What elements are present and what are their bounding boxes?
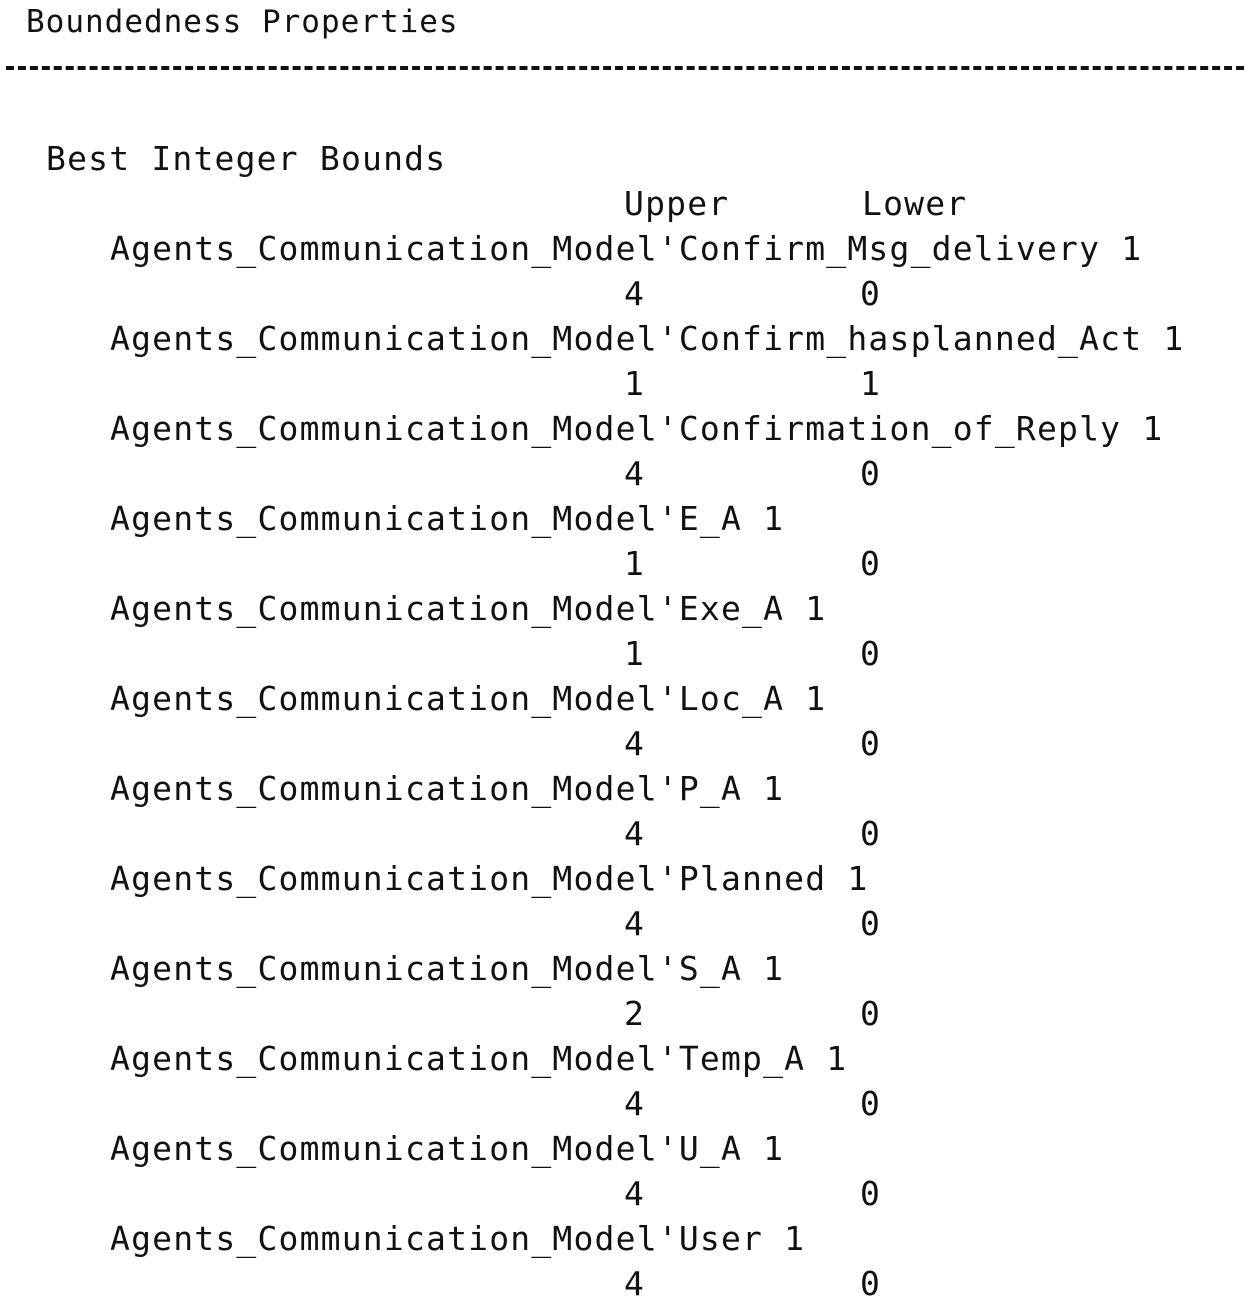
place-name: Agents_Communication_Model'S_A 1 [110, 949, 785, 988]
bound-entry: Agents_Communication_Model'Temp_A 1 4 0 [0, 1036, 1250, 1126]
upper-bound-value: 4 [624, 1264, 646, 1303]
lower-bound-value: 0 [860, 274, 882, 313]
bound-entry: Agents_Communication_Model'E_A 1 1 0 [0, 496, 1250, 586]
lower-bound-value: 0 [860, 994, 882, 1033]
upper-bound-value: 1 [624, 634, 646, 673]
place-name: Agents_Communication_Model'Planned 1 [110, 859, 869, 898]
lower-bound-value: 0 [860, 544, 882, 583]
upper-bound-value: 1 [624, 544, 646, 583]
lower-column-header: Lower [862, 184, 968, 223]
place-name: Agents_Communication_Model'Exe_A 1 [110, 589, 827, 628]
place-name: Agents_Communication_Model'Confirmation_… [110, 409, 1164, 448]
upper-bound-value: 2 [624, 994, 646, 1033]
bound-entry: Agents_Communication_Model'User 1 4 0 [0, 1216, 1250, 1306]
upper-bound-value: 4 [624, 724, 646, 763]
bound-entry: Agents_Communication_Model'U_A 1 4 0 [0, 1126, 1250, 1216]
lower-bound-value: 0 [860, 454, 882, 493]
bound-entry: Agents_Communication_Model'Loc_A 1 4 0 [0, 676, 1250, 766]
lower-bound-value: 0 [860, 634, 882, 673]
upper-column-header: Upper [624, 184, 730, 223]
place-name: Agents_Communication_Model'P_A 1 [110, 769, 785, 808]
bound-entry: Agents_Communication_Model'S_A 1 2 0 [0, 946, 1250, 1036]
lower-bound-value: 0 [860, 724, 882, 763]
bound-entry: Agents_Communication_Model'Exe_A 1 1 0 [0, 586, 1250, 676]
upper-bound-value: 4 [624, 904, 646, 943]
bound-entry: Agents_Communication_Model'Planned 1 4 0 [0, 856, 1250, 946]
upper-bound-value: 4 [624, 1174, 646, 1213]
best-integer-bounds-heading: Best Integer Bounds [46, 139, 447, 178]
upper-bound-value: 1 [624, 364, 646, 403]
upper-bound-value: 4 [624, 274, 646, 313]
bound-entry: Agents_Communication_Model'Confirm_haspl… [0, 316, 1250, 406]
upper-bound-value: 4 [624, 1084, 646, 1123]
section-title: Boundedness Properties [26, 4, 459, 40]
lower-bound-value: 0 [860, 904, 882, 943]
lower-bound-value: 0 [860, 814, 882, 853]
bound-entry: Agents_Communication_Model'P_A 1 4 0 [0, 766, 1250, 856]
place-name: Agents_Communication_Model'Confirm_Msg_d… [110, 229, 1143, 268]
lower-bound-value: 1 [860, 364, 882, 403]
place-name: Agents_Communication_Model'Loc_A 1 [110, 679, 827, 718]
bound-entry: Agents_Communication_Model'Confirmation_… [0, 406, 1250, 496]
place-name: Agents_Communication_Model'U_A 1 [110, 1129, 785, 1168]
lower-bound-value: 0 [860, 1084, 882, 1123]
dashed-separator [6, 66, 1244, 70]
upper-bound-value: 4 [624, 814, 646, 853]
lower-bound-value: 0 [860, 1264, 882, 1303]
bound-entry: Agents_Communication_Model'Confirm_Msg_d… [0, 226, 1250, 316]
place-name: Agents_Communication_Model'User 1 [110, 1219, 806, 1258]
place-name: Agents_Communication_Model'E_A 1 [110, 499, 785, 538]
place-name: Agents_Communication_Model'Temp_A 1 [110, 1039, 848, 1078]
place-name: Agents_Communication_Model'Confirm_haspl… [110, 319, 1185, 358]
upper-bound-value: 4 [624, 454, 646, 493]
bounds-list: Agents_Communication_Model'Confirm_Msg_d… [0, 226, 1250, 1306]
lower-bound-value: 0 [860, 1174, 882, 1213]
